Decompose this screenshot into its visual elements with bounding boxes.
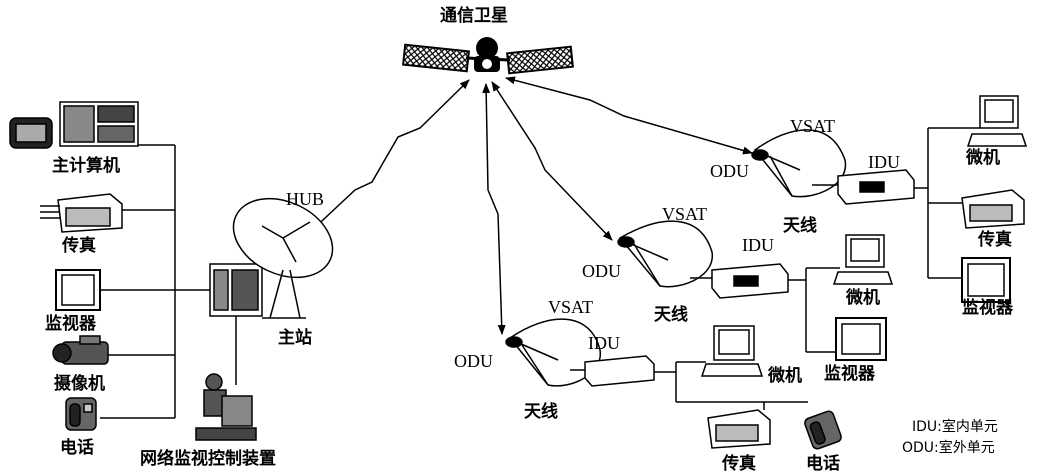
link-hub [308, 80, 469, 234]
phone-3-label: 电话 [806, 456, 840, 473]
idu-box-3 [585, 356, 654, 386]
odu-3-label: ODU [454, 352, 493, 370]
vsat-3-label: VSAT [548, 298, 593, 316]
fax-1-label: 传真 [978, 232, 1012, 249]
monitor-icon [56, 270, 100, 310]
satellite-icon [403, 37, 573, 73]
legend-odu: ODU:室外单元 [902, 441, 995, 455]
odu-1-label: ODU [710, 162, 749, 180]
link-vsat-3 [486, 84, 502, 334]
idu-box-1 [838, 170, 914, 204]
monitor-icon-1 [962, 258, 1010, 302]
pc-icon-2 [834, 235, 892, 284]
host-computer-label: 主计算机 [52, 158, 120, 175]
main-station-label: 主站 [278, 330, 312, 347]
legend-idu: IDU:室内单元 [912, 420, 998, 434]
pc-icon-1 [968, 96, 1026, 146]
pc-2-label: 微机 [846, 290, 880, 307]
link-vsat-2 [492, 82, 612, 240]
hub-station-icon [210, 183, 345, 318]
antenna-2-label: 天线 [654, 307, 688, 324]
phone-label: 电话 [60, 440, 94, 457]
camera-icon [53, 336, 108, 364]
monitor-2-label: 监视器 [824, 366, 875, 383]
link-vsat-1 [506, 78, 752, 153]
idu-3-label: IDU [588, 334, 620, 352]
pc-icon-3 [702, 326, 762, 376]
phone-icon [66, 398, 96, 430]
antenna-3-label: 天线 [524, 404, 558, 421]
pc-3-label: 微机 [768, 368, 802, 385]
monitor-icon-2 [836, 318, 886, 360]
odu-2-label: ODU [582, 262, 621, 280]
nms-label: 网络监视控制装置 [140, 451, 276, 468]
idu-2-label: IDU [742, 236, 774, 254]
fax-icon-1 [962, 190, 1024, 228]
monitor-label: 监视器 [45, 316, 96, 333]
phone-icon-3 [803, 410, 842, 450]
nms-operator-icon [196, 374, 256, 440]
fax-label: 传真 [62, 238, 96, 255]
hub-label: HUB [286, 190, 324, 208]
host-computer-icon [10, 102, 138, 148]
monitor-1-label: 监视器 [962, 300, 1013, 317]
satellite-label: 通信卫星 [440, 8, 508, 25]
fax-3-label: 传真 [722, 456, 756, 473]
fax-icon-3 [708, 410, 770, 448]
vsat-2-label: VSAT [662, 205, 707, 223]
antenna-1-label: 天线 [783, 218, 817, 235]
idu-1-label: IDU [868, 153, 900, 171]
pc-1-label: 微机 [966, 150, 1000, 167]
vsat-1-label: VSAT [790, 117, 835, 135]
fax-icon [40, 194, 122, 232]
idu-box-2 [712, 264, 788, 298]
camera-label: 摄像机 [54, 376, 105, 393]
